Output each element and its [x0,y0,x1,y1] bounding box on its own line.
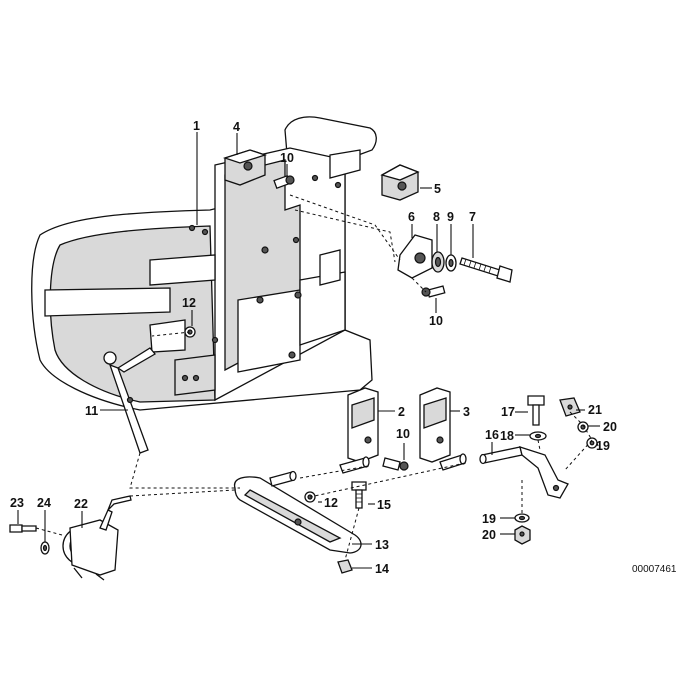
callout-12-lower: 12 [324,496,338,510]
document-number: 00007461 [632,564,677,575]
callout-1: 1 [193,119,200,133]
bolt-part-17 [527,395,545,426]
callout-22: 22 [74,497,88,511]
callout-20-lower: 20 [482,528,496,542]
callout-10-lower: 10 [396,427,410,441]
bushing-part-8 [431,251,445,273]
callout-8: 8 [433,210,440,224]
callout-10-upper: 10 [280,151,294,165]
clip-part-21 [559,397,581,417]
threaded-rod-part-7 [459,257,513,283]
bolt-part-10-lower [382,457,409,471]
callout-16: 16 [485,428,499,442]
washer-part-19-upper [586,437,598,449]
callout-4: 4 [233,120,240,134]
lever-part-11 [103,347,156,454]
callout-13: 13 [375,538,389,552]
callout-18: 18 [500,429,514,443]
callout-7: 7 [469,210,476,224]
assembly-dashed-lines [35,194,593,561]
callout-20-upper: 20 [603,420,617,434]
washer-part-9 [445,254,457,272]
bolt-part-23 [9,524,37,533]
washer-part-24 [40,541,50,555]
link-rod-part-16 [479,446,569,499]
nut-part-20-lower [514,525,531,545]
callout-12-upper: 12 [182,296,196,310]
callout-14: 14 [375,562,389,576]
bolt-part-15 [351,481,367,509]
callout-11: 11 [85,404,98,418]
bracket-part-6 [397,234,433,279]
callout-19-upper: 19 [596,439,610,453]
callout-19-lower: 19 [482,512,496,526]
callout-17: 17 [501,405,515,419]
callout-21: 21 [588,403,602,417]
callout-6: 6 [408,210,415,224]
rubber-block-part-3 [419,387,451,463]
callout-23: 23 [10,496,24,510]
clamp-part-22 [62,495,132,581]
bolt-part-10-upper [273,175,295,189]
rubber-block-part-2 [347,387,379,463]
callout-24: 24 [37,496,51,510]
callout-15: 15 [377,498,391,512]
callout-2: 2 [398,405,405,419]
housing-part-1 [31,116,377,411]
leader-lines [17,132,600,569]
washer-part-18 [529,431,547,441]
rubber-mount-part-4 [222,149,268,186]
rubber-mount-part-5 [380,164,420,201]
washer-part-19-lower [514,513,530,523]
callout-10-middle: 10 [429,314,443,328]
pin-on-plate [269,470,297,487]
callout-labels: 1 4 10 5 6 8 9 7 10 12 11 2 3 10 17 21 1… [10,119,617,576]
callout-9: 9 [447,210,454,224]
bracket-plate-part-13 [233,476,362,554]
nut-part-14 [337,559,353,574]
callout-3: 3 [463,405,470,419]
callout-5: 5 [434,182,441,196]
